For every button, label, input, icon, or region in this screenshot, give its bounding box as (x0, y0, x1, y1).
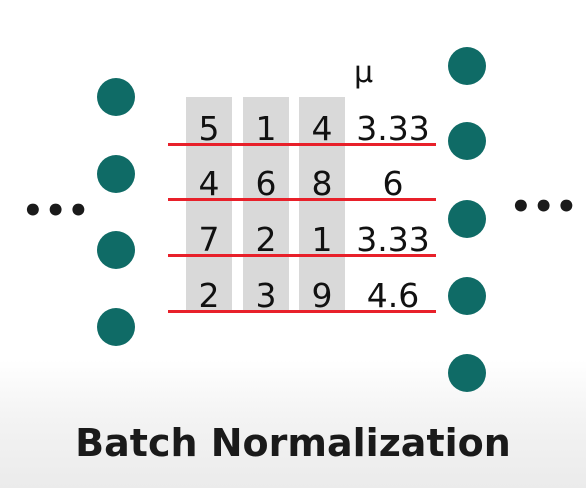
matrix-cell: 8 (311, 164, 333, 203)
matrix-column-3-shade (299, 97, 345, 311)
matrix-cell: 6 (255, 164, 277, 203)
diagram-caption: Batch Normalization (75, 421, 511, 465)
matrix-column-1-shade (186, 97, 232, 311)
matrix-column-2-shade (243, 97, 289, 311)
matrix-cell: 4 (198, 164, 220, 203)
matrix-cell: 1 (255, 109, 277, 148)
matrix-cell: 9 (311, 276, 333, 315)
matrix-cell: 4 (311, 109, 333, 148)
left-layer-node (97, 155, 135, 193)
row-mean-value: 4.6 (366, 276, 420, 315)
row-mean-value: 3.33 (356, 220, 430, 259)
row-divider-line (168, 254, 436, 257)
row-divider-line (168, 143, 436, 146)
right-layer-node (448, 354, 486, 392)
matrix-cell: 7 (198, 220, 220, 259)
left-layer-node (97, 308, 135, 346)
right-layer-node (448, 47, 486, 85)
right-layer-node (448, 122, 486, 160)
mean-header-label: μ (354, 55, 374, 90)
right-layer-node (448, 200, 486, 238)
matrix-cell: 1 (311, 220, 333, 259)
row-mean-value: 3.33 (356, 109, 430, 148)
row-divider-line (168, 198, 436, 201)
left-layer-node (97, 78, 135, 116)
left-layer-node (97, 231, 135, 269)
row-mean-value: 6 (382, 164, 404, 203)
matrix-cell: 2 (198, 276, 220, 315)
left-ellipsis-icon: ••• (22, 191, 91, 231)
matrix-cell: 5 (198, 109, 220, 148)
right-layer-node (448, 277, 486, 315)
matrix-cell: 2 (255, 220, 277, 259)
matrix-cell: 3 (255, 276, 277, 315)
row-divider-line (168, 310, 436, 313)
right-ellipsis-icon: ••• (510, 187, 579, 227)
